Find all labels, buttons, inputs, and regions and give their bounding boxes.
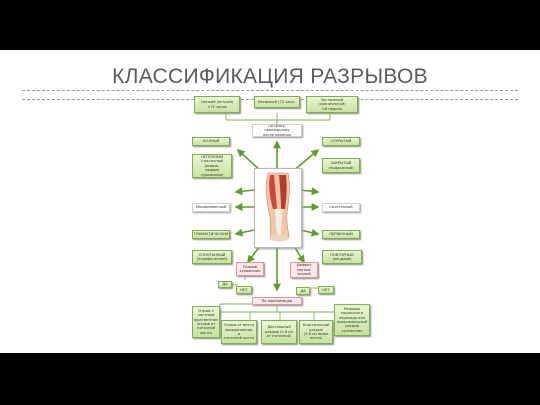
- box-traumatic: ТРАВМАТИЧЕСКИЙ: [192, 230, 230, 239]
- slide-title: КЛАССИФИКАЦИЯ РАЗРЫВОВ: [112, 65, 428, 88]
- box-spontaneous: СПОНТАННЫЙ(атрофический): [192, 250, 232, 264]
- box-by-location: По локализации: [252, 297, 302, 305]
- leg-icon: [265, 172, 290, 242]
- slide: КЛАССИФИКАЦИЯ РАЗРЫВОВ: [0, 50, 540, 353]
- box-complete: ПОЛНЫЙ: [192, 137, 230, 146]
- box-no-1: НЕТ: [236, 286, 252, 294]
- connector-arrows: [218, 113, 341, 320]
- box-old: Застарелый (хронический)>6 недель: [306, 96, 358, 113]
- box-timing: Несвежий (72 часа -: [254, 96, 300, 108]
- leg-anatomy-illustration: [254, 168, 302, 248]
- box-yes: ДА: [218, 281, 232, 288]
- box-recurrent: ПОВТОРНЫЙ(рецидив): [322, 250, 362, 264]
- box-fresh: Свежий (острый)<72 часов: [194, 96, 240, 113]
- divider-top: [22, 90, 518, 91]
- box-primary: ПЕРВИЧНЫЙ: [322, 230, 360, 239]
- box-closed: ЗАКРЫТЫЙ(подкожный): [322, 158, 360, 173]
- box-isolated: Изолированный: [192, 203, 230, 212]
- box-no-2: НЕТ: [318, 286, 334, 294]
- box-combined: Сочетанный: [322, 203, 360, 212]
- box-yes-2: ДА: [296, 287, 310, 295]
- box-open: ОТКРЫТЫЙ: [322, 137, 360, 146]
